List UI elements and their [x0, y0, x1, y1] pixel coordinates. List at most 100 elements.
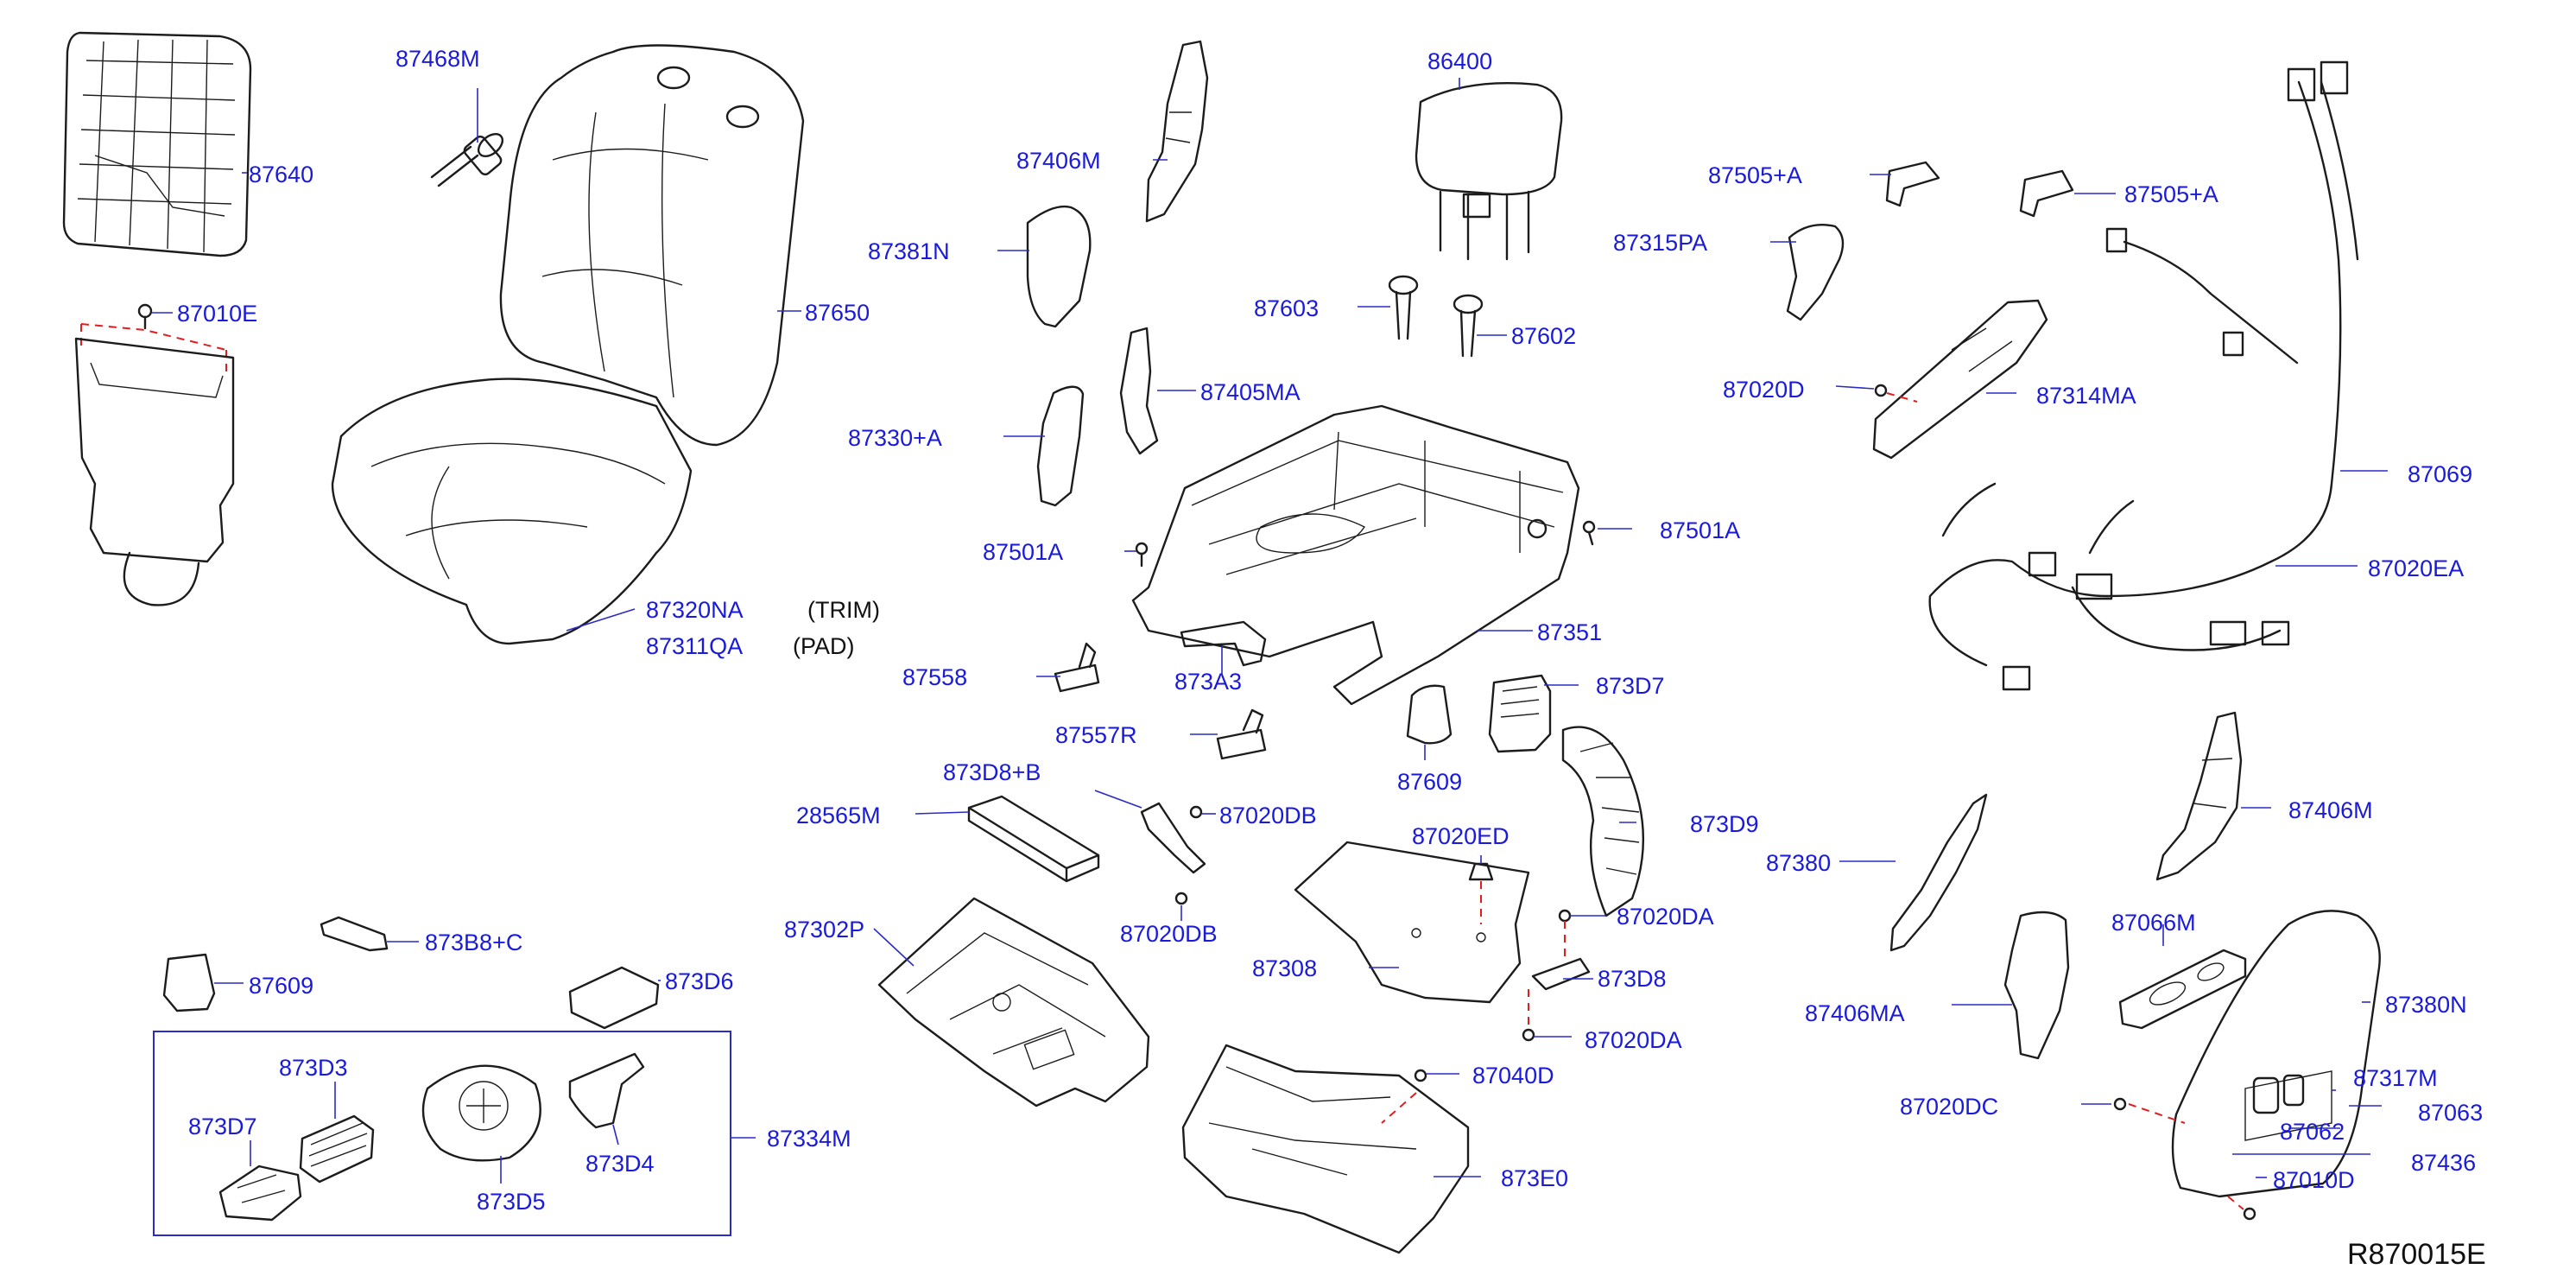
- label-87603: 87603: [1254, 295, 1319, 321]
- drawing-87066M-switch: [2118, 949, 2247, 1030]
- drawing-87302P-pan: [877, 897, 1150, 1107]
- drawing-28565M-module: [967, 795, 1100, 883]
- drawing-87320NA-cushion: [331, 378, 693, 645]
- label-87020EA: 87020EA: [2368, 555, 2464, 581]
- drawing-87406M-upper: [1145, 40, 1209, 223]
- label-87302P: 87302P: [784, 917, 864, 942]
- drawing-87609-lower: [162, 953, 216, 1012]
- label-87020DC: 87020DC: [1900, 1094, 1998, 1120]
- drawing-873D8: [1522, 909, 1591, 1042]
- label-87380N: 87380N: [2385, 992, 2467, 1018]
- label-87406MA: 87406MA: [1805, 1000, 1905, 1026]
- label-87436: 87436: [2411, 1150, 2476, 1176]
- label-87380: 87380: [1766, 850, 1831, 876]
- label-87320NA: 87320NA: [646, 597, 744, 623]
- drawing-873D7-module-upper: [1488, 674, 1552, 753]
- label-87311QA: 87311QA: [646, 633, 743, 659]
- label-873D7-lower: 873D7: [188, 1114, 257, 1139]
- label-87501A-right: 87501A: [1660, 517, 1740, 543]
- label-87020ED: 87020ED: [1412, 823, 1510, 849]
- label-87010D: 87010D: [2273, 1167, 2355, 1193]
- drawing-873A3: [1180, 620, 1267, 667]
- label-87063: 87063: [2418, 1100, 2483, 1126]
- label-873B8C: 873B8+C: [425, 930, 522, 955]
- label-87308: 87308: [1252, 955, 1317, 981]
- label-873D3: 873D3: [279, 1055, 348, 1081]
- drawing-87505A-right: [2019, 169, 2074, 218]
- label-87381N: 87381N: [868, 238, 950, 264]
- label-87315PA: 87315PA: [1613, 230, 1707, 256]
- note-pad: (PAD): [793, 633, 855, 659]
- label-87351: 87351: [1537, 619, 1602, 645]
- label-87558: 87558: [902, 664, 967, 690]
- label-87020DA-top: 87020DA: [1617, 904, 1714, 930]
- drawing-87505A-left: [1885, 161, 1940, 207]
- drawing-873E0-frame: [1181, 1044, 1470, 1254]
- label-87334M: 87334M: [767, 1126, 851, 1152]
- label-87650: 87650: [805, 300, 870, 326]
- drawing-87609-upper: [1406, 684, 1453, 745]
- drawing-86400-headrest: [1415, 82, 1563, 261]
- label-87640: 87640: [249, 162, 313, 187]
- drawing-87603-guide: [1388, 275, 1419, 340]
- label-87505A-left: 87505+A: [1708, 162, 1802, 188]
- drawing-87351-seat-frame: [1131, 404, 1580, 706]
- drawing-873D9-duct: [1561, 726, 1645, 917]
- label-87317M: 87317M: [2353, 1065, 2438, 1091]
- label-87602: 87602: [1511, 323, 1576, 349]
- drawing-87640-back-mesh: [62, 31, 252, 257]
- drawing-87501A-bolt-a: [1135, 542, 1149, 568]
- label-873D5: 873D5: [477, 1189, 546, 1215]
- label-87069: 87069: [2408, 461, 2472, 487]
- drawing-873D4: [568, 1052, 645, 1129]
- drawing-87314MA: [1872, 299, 2048, 460]
- label-87066M: 87066M: [2111, 910, 2196, 936]
- drawing-873B8C: [320, 916, 389, 952]
- drawing-873D6: [568, 966, 660, 1030]
- drawing-87406M-lower: [2155, 711, 2243, 881]
- drawing-87380N-shield: [2113, 910, 2381, 1221]
- drawing-873D8B: [1140, 802, 1206, 905]
- drawing-back-board: [74, 337, 235, 606]
- label-87501A-left: 87501A: [983, 539, 1063, 565]
- drawing-87557R: [1216, 708, 1267, 760]
- label-87062: 87062: [2280, 1119, 2345, 1145]
- drawing-87010E-clip: [80, 303, 227, 371]
- drawing-87405MA: [1119, 327, 1159, 455]
- label-87020DA-bottom: 87020DA: [1585, 1027, 1682, 1053]
- drawing-87650-seatback: [499, 44, 805, 447]
- drawing-87315PA: [1786, 223, 1845, 321]
- label-87020DB-top: 87020DB: [1219, 803, 1317, 828]
- label-86400: 86400: [1427, 48, 1492, 74]
- drawing-87468M-pin: [430, 132, 504, 187]
- label-87406M-lower: 87406M: [2288, 797, 2373, 823]
- drawing-873D7-lower: [218, 1165, 302, 1222]
- reference-code: R870015E: [2347, 1238, 2486, 1271]
- leader-lines: [152, 78, 2388, 1184]
- label-873A3: 873A3: [1174, 669, 1242, 695]
- drawing-87069-harness: [1928, 60, 2359, 691]
- label-87020D: 87020D: [1723, 377, 1805, 403]
- label-87020DB-bottom: 87020DB: [1120, 921, 1218, 947]
- drawing-87602-guide: [1453, 294, 1484, 358]
- label-87405MA: 87405MA: [1200, 379, 1301, 405]
- label-873E0: 873E0: [1501, 1165, 1568, 1191]
- label-28565M: 28565M: [796, 803, 881, 828]
- label-873D8: 873D8: [1598, 966, 1667, 992]
- group-box-87334M: [153, 1031, 731, 1236]
- drawing-87020ED: [1468, 862, 1494, 924]
- drawing-87406MA: [2003, 911, 2070, 1060]
- label-87609-lower: 87609: [249, 973, 313, 999]
- label-873D9: 873D9: [1690, 811, 1759, 837]
- drawing-87501A-bolt-b: [1582, 520, 1596, 546]
- label-87406M-upper: 87406M: [1016, 148, 1101, 174]
- drawing-873D3: [299, 1114, 375, 1184]
- label-87609-upper: 87609: [1397, 769, 1462, 795]
- label-87314MA: 87314MA: [2036, 383, 2136, 409]
- label-87468M: 87468M: [396, 46, 480, 72]
- note-trim: (TRIM): [807, 597, 880, 623]
- label-87010E: 87010E: [177, 301, 257, 327]
- label-87040D: 87040D: [1472, 1063, 1554, 1088]
- label-873D6: 873D6: [665, 968, 734, 994]
